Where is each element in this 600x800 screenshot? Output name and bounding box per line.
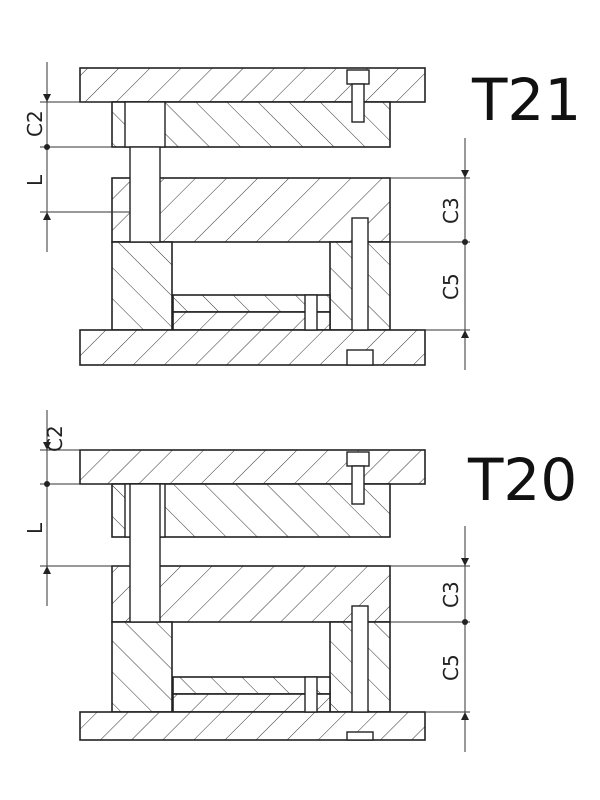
dim-label-l: L <box>23 522 47 534</box>
spacer-block-left <box>111 241 173 331</box>
guide-pillar <box>129 146 161 243</box>
return-pin <box>351 217 369 331</box>
dimension-dot <box>462 239 468 245</box>
dimension-dot <box>44 481 50 487</box>
dim-label-c3: C3 <box>439 197 463 224</box>
diagram-title: T21 <box>471 66 581 134</box>
screw-head <box>346 349 374 366</box>
spacer-block-left <box>111 621 173 713</box>
dim-label-c5: C5 <box>439 273 463 300</box>
top-screw <box>351 83 365 123</box>
dim-label-c2: C2 <box>23 110 47 137</box>
dim-label-l: L <box>23 174 47 186</box>
dim-label-c5: C5 <box>439 654 463 681</box>
dimension-dot <box>44 144 50 150</box>
guide-pillar <box>129 483 161 623</box>
top-screw-head <box>346 451 370 467</box>
top-clamp-plate <box>79 449 426 485</box>
ejector-screw <box>304 676 318 713</box>
dim-label-c2: C2 <box>43 425 67 452</box>
top-screw-head <box>346 69 370 85</box>
return-pin <box>351 605 369 713</box>
top-screw <box>351 465 365 505</box>
dim-label-c3: C3 <box>439 581 463 608</box>
diagram-title: T20 <box>467 446 577 514</box>
ejector-screw <box>304 294 318 331</box>
dimension-dot <box>462 619 468 625</box>
top-clamp-plate <box>79 67 426 103</box>
guide-pillar-head <box>124 101 166 148</box>
screw-head <box>346 731 374 741</box>
